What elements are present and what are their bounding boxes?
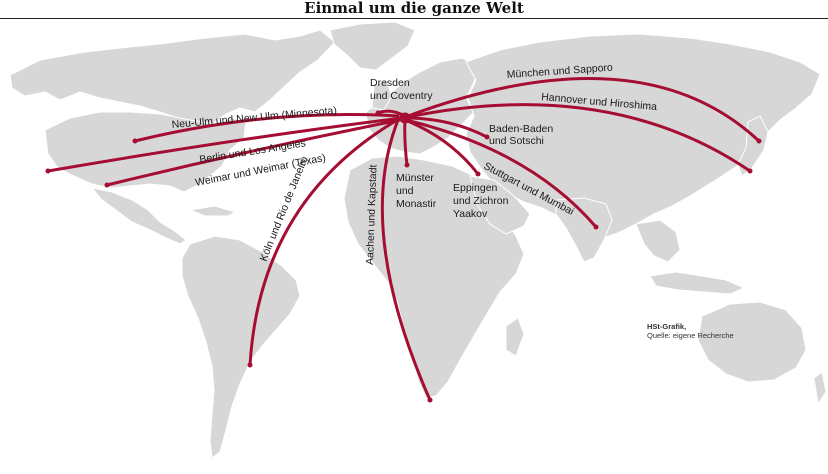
endpoints bbox=[45, 110, 762, 403]
credit-note: Quelle: eigene Recherche bbox=[647, 331, 734, 340]
credit-source-org: HSt-Grafik, bbox=[647, 322, 687, 331]
endpoint-sotschi bbox=[484, 134, 490, 140]
label-dresden-coventry: Dresden und Coventry bbox=[370, 77, 433, 102]
route-muenchen-sapporo bbox=[406, 76, 761, 143]
label-baden-sotschi: Baden-Baden und Sotschi bbox=[489, 123, 556, 147]
land-south-america bbox=[181, 235, 301, 459]
land-japan bbox=[737, 115, 769, 177]
endpoint-kapstadt bbox=[427, 397, 433, 403]
land-australia bbox=[697, 301, 807, 383]
endpoint-monastir bbox=[404, 162, 410, 168]
land-alaska-canada bbox=[9, 29, 336, 125]
land-caribbean bbox=[188, 205, 237, 217]
land-southeast-asia bbox=[635, 219, 681, 263]
route-berlin-los-angeles bbox=[46, 116, 404, 173]
land-india bbox=[555, 197, 613, 263]
land-madagascar bbox=[505, 317, 525, 357]
endpoint-mumbai bbox=[593, 224, 599, 230]
landmasses bbox=[9, 21, 827, 459]
route-stuttgart-mumbai bbox=[404, 118, 598, 229]
land-uk bbox=[371, 79, 393, 111]
land-new-zealand bbox=[813, 371, 827, 406]
title-rule bbox=[0, 18, 828, 19]
land-mexico-central-america bbox=[90, 187, 187, 245]
endpoint-hiroshima bbox=[747, 168, 753, 174]
route-eppingen-zichron bbox=[403, 118, 480, 176]
endpoint-weimar-texas bbox=[104, 182, 110, 188]
label-aachen-kapstadt: Aachen und Kapstadt bbox=[364, 164, 379, 265]
label-eppingen-zichron: Eppingen und Zichron Yaakov bbox=[453, 182, 511, 220]
route-hannover-hiroshima bbox=[406, 103, 752, 173]
land-africa bbox=[343, 155, 525, 399]
credit-block: HSt-Grafik, Quelle: eigene Recherche bbox=[647, 322, 734, 340]
land-indonesia bbox=[649, 271, 746, 295]
endpoint-zichron bbox=[475, 171, 481, 177]
land-usa bbox=[44, 111, 247, 193]
endpoint-new-ulm bbox=[132, 138, 138, 144]
route-baden-sotschi bbox=[404, 116, 489, 139]
route-neu-ulm-new-ulm bbox=[133, 112, 400, 143]
map-title: Einmal um die ganze Welt bbox=[304, 0, 524, 17]
land-greenland bbox=[329, 21, 416, 71]
route-aachen-kapstadt bbox=[380, 118, 432, 402]
label-muenster-monastir: Münster und Monastir bbox=[396, 172, 437, 210]
route-weimar-weimar-texas bbox=[105, 118, 402, 187]
land-arabia bbox=[469, 175, 531, 235]
endpoint-rio bbox=[247, 362, 253, 368]
endpoint-coventry bbox=[375, 110, 381, 116]
route-koeln-rio bbox=[248, 117, 401, 367]
endpoint-germany-hub bbox=[399, 112, 411, 124]
routes bbox=[46, 76, 761, 402]
endpoint-sapporo bbox=[756, 138, 762, 144]
endpoint-los-angeles bbox=[45, 168, 51, 174]
